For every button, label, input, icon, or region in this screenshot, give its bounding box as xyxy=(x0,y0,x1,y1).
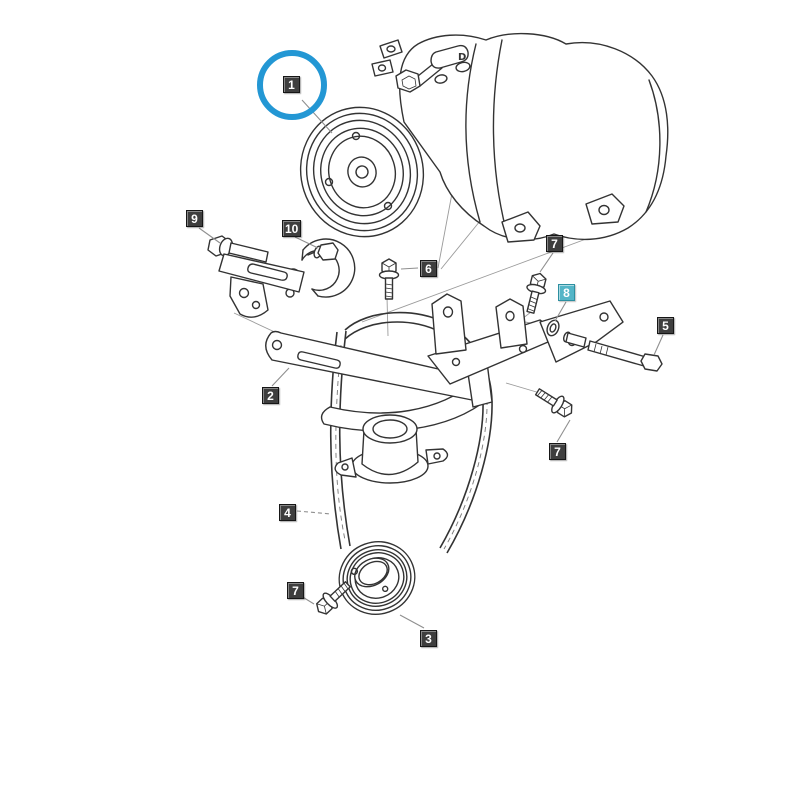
leader-line xyxy=(539,252,554,273)
washer-8 xyxy=(546,319,560,337)
leader-line xyxy=(653,334,664,356)
callout-2[interactable]: 2 xyxy=(262,387,279,404)
bolt-7-middle xyxy=(531,383,578,422)
ac-compressor: D xyxy=(299,32,669,243)
compressor-marking: D xyxy=(458,52,466,63)
bolt-10 xyxy=(307,242,339,261)
leader-line xyxy=(556,419,571,443)
axis-line xyxy=(386,296,389,337)
leader-line xyxy=(400,267,419,270)
callout-7a[interactable]: 7 xyxy=(546,235,563,252)
bolt-7-upper xyxy=(520,270,551,316)
callout-1[interactable]: 1 xyxy=(283,76,300,93)
tensioner-bracket xyxy=(207,235,356,318)
callout-9[interactable]: 9 xyxy=(186,210,203,227)
callout-5[interactable]: 5 xyxy=(657,317,674,334)
callout-10[interactable]: 10 xyxy=(282,220,302,237)
clutch-pulley xyxy=(299,106,425,238)
leader-line xyxy=(271,367,290,387)
mounting-bracket xyxy=(265,293,624,484)
callout-8[interactable]: 8 xyxy=(558,284,575,301)
callout-6[interactable]: 6 xyxy=(420,260,437,277)
leader-line xyxy=(296,510,332,515)
callout-3[interactable]: 3 xyxy=(420,630,437,647)
axis-line xyxy=(437,187,454,269)
bolt-6 xyxy=(378,258,400,300)
leader-line xyxy=(399,614,425,629)
callout-7b[interactable]: 7 xyxy=(549,443,566,460)
callout-7c[interactable]: 7 xyxy=(287,582,304,599)
leader-line xyxy=(554,301,567,322)
leader-line xyxy=(198,227,221,244)
idler-pulley xyxy=(338,541,416,615)
axis-line xyxy=(361,231,606,323)
bolt-5 xyxy=(563,331,663,372)
leader-line xyxy=(294,236,319,249)
callout-4[interactable]: 4 xyxy=(279,504,296,521)
